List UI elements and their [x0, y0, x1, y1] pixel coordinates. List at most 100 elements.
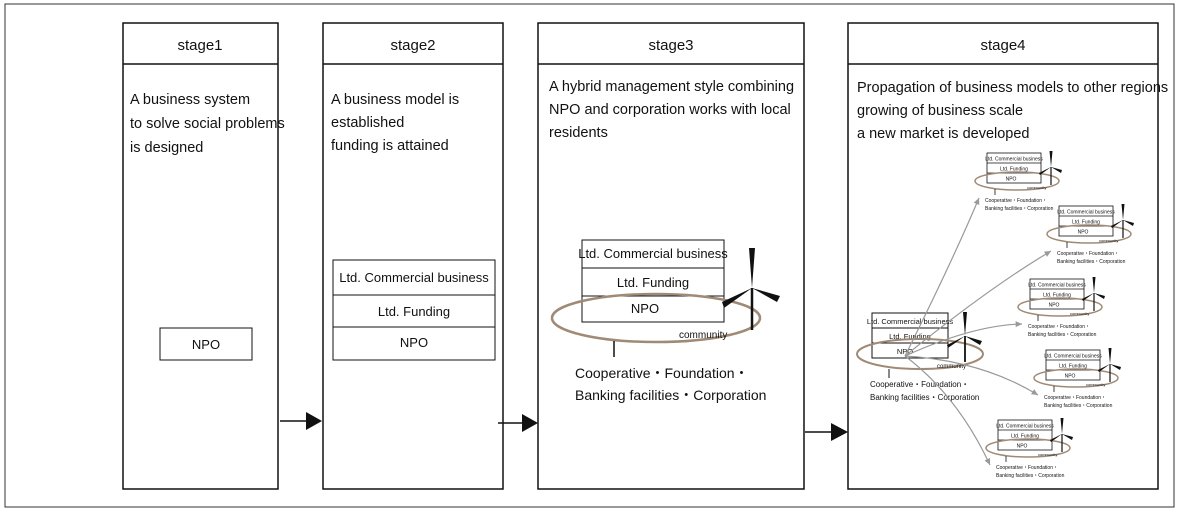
- mini-org-line-2: Banking facilities・Corporation: [1057, 259, 1126, 265]
- mini-turbine-icon: [1050, 418, 1073, 452]
- stage-4-hub-commercial: Ltd. Commercial business: [867, 317, 954, 326]
- mini-org-line-2: Banking facilities・Corporation: [996, 473, 1065, 479]
- stage-3-org-line-1: Cooperative・Foundation・: [575, 365, 749, 381]
- mini-commercial-label: Ltd. Commercial business: [1044, 354, 1102, 360]
- stage-4-hub: Ltd. Commercial business Ltd. Funding NP…: [856, 312, 984, 402]
- stage-1-npo-label: NPO: [192, 337, 220, 352]
- propagation-arrow: [904, 355, 991, 466]
- mini-turbine-icon: [1082, 277, 1105, 311]
- stage-2-column: stage2 A business model is established f…: [322, 22, 504, 490]
- stage-2-desc-line-1: A business model is: [331, 92, 459, 108]
- mini-org-line-1: Cooperative・Foundation・: [1057, 251, 1119, 257]
- mini-org-line-2: Banking facilities・Corporation: [985, 206, 1054, 212]
- propagation-arrow: [904, 355, 1039, 396]
- mini-community-ring: [1033, 368, 1119, 388]
- mini-org-line-2: Banking facilities・Corporation: [1044, 403, 1113, 409]
- stage-2-desc-line-3: funding is attained: [331, 138, 449, 154]
- stage-3-column: stage3 A hybrid management style combini…: [537, 22, 805, 490]
- stage-4-column: stage4 Propagation of business models to…: [847, 22, 1168, 490]
- stage-3-npo-label: NPO: [631, 301, 659, 316]
- mini-community-label: community: [1038, 452, 1057, 457]
- mini-npo-label: NPO: [1078, 230, 1089, 236]
- stage-3-funding-label: Ltd. Funding: [617, 275, 689, 290]
- stage-4-desc-line-2: growing of business scale: [857, 103, 1023, 119]
- mini-funding-label: Ltd. Funding: [1000, 167, 1028, 173]
- stage-4-desc-line-1: Propagation of business models to other …: [857, 80, 1168, 96]
- mini-community-label: community: [1070, 311, 1089, 316]
- mini-funding-label: Ltd. Funding: [1072, 220, 1100, 226]
- mini-npo-label: NPO: [1065, 374, 1076, 380]
- mini-funding-label: Ltd. Funding: [1043, 293, 1071, 299]
- mini-turbine-icon: [1111, 204, 1134, 238]
- stage-2-frame: [322, 22, 504, 490]
- mini-npo-label: NPO: [1049, 303, 1060, 309]
- stage-arrow-2: [498, 414, 538, 432]
- stage-arrow-3: [805, 423, 848, 441]
- stage-2-funding-label: Ltd. Funding: [378, 304, 450, 319]
- mini-org-line-1: Cooperative・Foundation・: [985, 198, 1047, 204]
- mini-org-line-2: Banking facilities・Corporation: [1028, 332, 1097, 338]
- propagation-arrow: [904, 250, 1052, 357]
- mini-community-label: community: [1086, 382, 1105, 387]
- stage-2-desc-line-2: established: [331, 115, 404, 131]
- mini-npo-label: NPO: [1017, 444, 1028, 450]
- propagation-arrowhead: [1031, 389, 1038, 395]
- mini-community-label: community: [1027, 185, 1046, 190]
- stage-2-npo-label: NPO: [400, 335, 428, 350]
- stage-4-desc-line-3: a new market is developed: [857, 126, 1030, 142]
- mini-stack: [1058, 205, 1114, 237]
- stage-1-title: stage1: [177, 37, 222, 54]
- stage-3-desc-line-2: NPO and corporation works with local: [549, 102, 791, 118]
- mini-stack: [986, 152, 1042, 184]
- propagation-arrowhead: [1015, 321, 1022, 328]
- stage-4-hub-funding: Ltd. Funding: [889, 332, 931, 341]
- stage-3-desc-line-3: residents: [549, 125, 608, 141]
- propagation-arrowhead: [984, 458, 991, 465]
- mini-turbine-icon: [1039, 151, 1062, 185]
- outer-frame: [4, 3, 1175, 508]
- mini-npo-label: NPO: [1006, 177, 1017, 183]
- propagation-arrows: [904, 197, 1052, 466]
- stage-4-title: stage4: [980, 37, 1025, 54]
- mini-org-line-1: Cooperative・Foundation・: [996, 465, 1058, 471]
- stage-4-frame: [847, 22, 1159, 490]
- mini-community-label: community: [1099, 238, 1118, 243]
- propagation-arrowhead: [1044, 251, 1051, 257]
- stage-3-commercial-label: Ltd. Commercial business: [578, 246, 728, 261]
- mini-stack: [997, 419, 1053, 451]
- stage-1-desc-line-1: A business system: [130, 92, 250, 108]
- stage-2-title: stage2: [390, 37, 435, 54]
- propagation-arrowhead: [973, 198, 980, 205]
- mini-community-ring: [1046, 224, 1132, 244]
- mini-turbine-icon: [1098, 348, 1121, 382]
- mini-funding-label: Ltd. Funding: [1011, 434, 1039, 440]
- stage-4-hub-stack: [871, 312, 949, 359]
- stage-3-frame: [537, 22, 805, 490]
- mini-funding-label: Ltd. Funding: [1059, 364, 1087, 370]
- mini-org-line-1: Cooperative・Foundation・: [1028, 324, 1090, 330]
- propagation-arrow: [904, 197, 980, 357]
- stage-3-community-ring: [550, 292, 762, 344]
- stage-4-hub-org-1: Cooperative・Foundation・: [870, 380, 969, 389]
- mini-community-ring: [974, 171, 1060, 191]
- stage-3-stack: [581, 239, 725, 323]
- stage-3-community-label: community: [679, 330, 727, 341]
- stage-4-hub-turbine-icon: [947, 312, 982, 362]
- stage-4-hub-org-2: Banking facilities・Corporation: [870, 393, 979, 402]
- stage-4-hub-npo: NPO: [897, 347, 913, 356]
- stage-1-column: stage1 A business system to solve social…: [122, 22, 285, 490]
- wind-turbine-icon: [722, 248, 780, 330]
- stage-2-commercial-label: Ltd. Commercial business: [339, 270, 489, 285]
- stage-3-desc-line-1: A hybrid management style combining: [549, 79, 794, 95]
- stage-arrow-1: [280, 412, 322, 430]
- stage-3-org-line-2: Banking facilities・Corporation: [575, 387, 766, 403]
- mini-community-ring: [985, 438, 1071, 458]
- stage-1-npo-box: [159, 327, 253, 361]
- stage-1-frame: [122, 22, 279, 490]
